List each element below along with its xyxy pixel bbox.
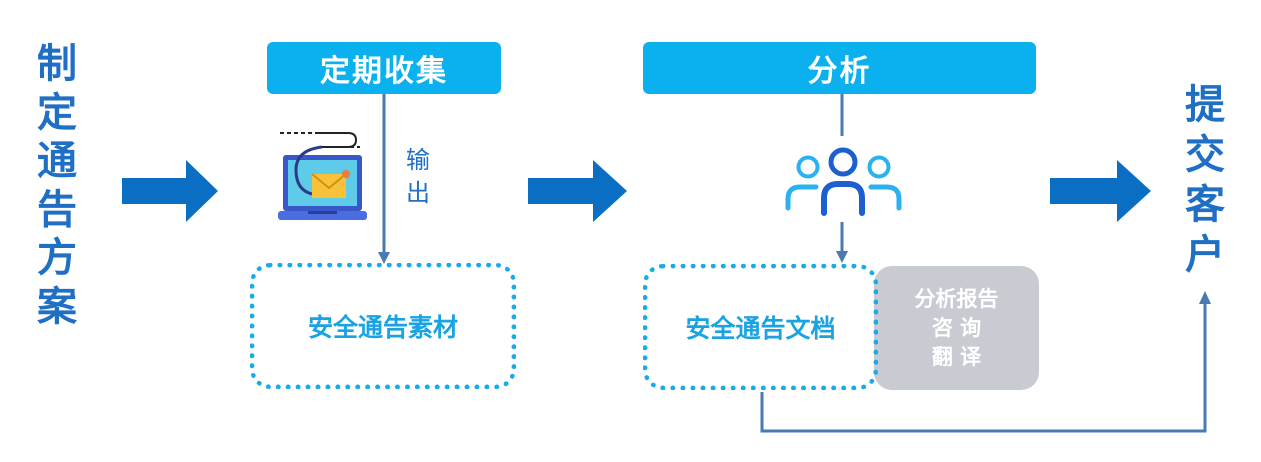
service-item: 咨 询: [931, 315, 982, 340]
service-item: 翻 译: [931, 344, 982, 369]
analysis-stage-title: 分析: [643, 42, 1036, 94]
left-title-char: 案: [37, 283, 77, 330]
left-title-char: 告: [37, 186, 77, 233]
left-title-char: 制: [37, 41, 77, 87]
flow-arrow-2: [528, 160, 627, 222]
output-connector: [378, 94, 390, 264]
laptop-email-icon: [278, 132, 367, 220]
team-people-icon: [785, 147, 902, 216]
right-title-char: 户: [1185, 232, 1225, 278]
analysis-services-box: 分析报告 咨 询 翻 译: [874, 266, 1039, 390]
collect-stage-title: 定期收集: [267, 42, 501, 94]
output-label-char: 输: [406, 146, 430, 174]
left-title: 制 定 通 告 方 案: [26, 40, 88, 331]
flow-arrow-3: [1050, 160, 1151, 222]
left-title-char: 通: [37, 138, 77, 184]
flow-arrow-1: [122, 160, 218, 222]
security-bulletin-document-box: 安全通告文档: [643, 264, 878, 390]
left-title-char: 定: [37, 89, 77, 136]
material-box-label: 安全通告素材: [307, 313, 458, 342]
analysis-connector-bottom: [836, 222, 848, 263]
left-title-char: 方: [37, 235, 77, 281]
security-bulletin-material-box: 安全通告素材: [250, 263, 516, 389]
delivery-connector: [760, 291, 1211, 433]
service-item: 分析报告: [914, 286, 999, 311]
right-title-char: 提: [1185, 82, 1225, 128]
right-title-char: 交: [1185, 132, 1225, 178]
right-title: 提 交 客 户: [1170, 80, 1240, 280]
output-label: 输 出: [398, 144, 438, 210]
doc-box-label: 安全通告文档: [685, 314, 836, 343]
right-title-char: 客: [1185, 182, 1225, 228]
output-label-char: 出: [406, 179, 430, 207]
